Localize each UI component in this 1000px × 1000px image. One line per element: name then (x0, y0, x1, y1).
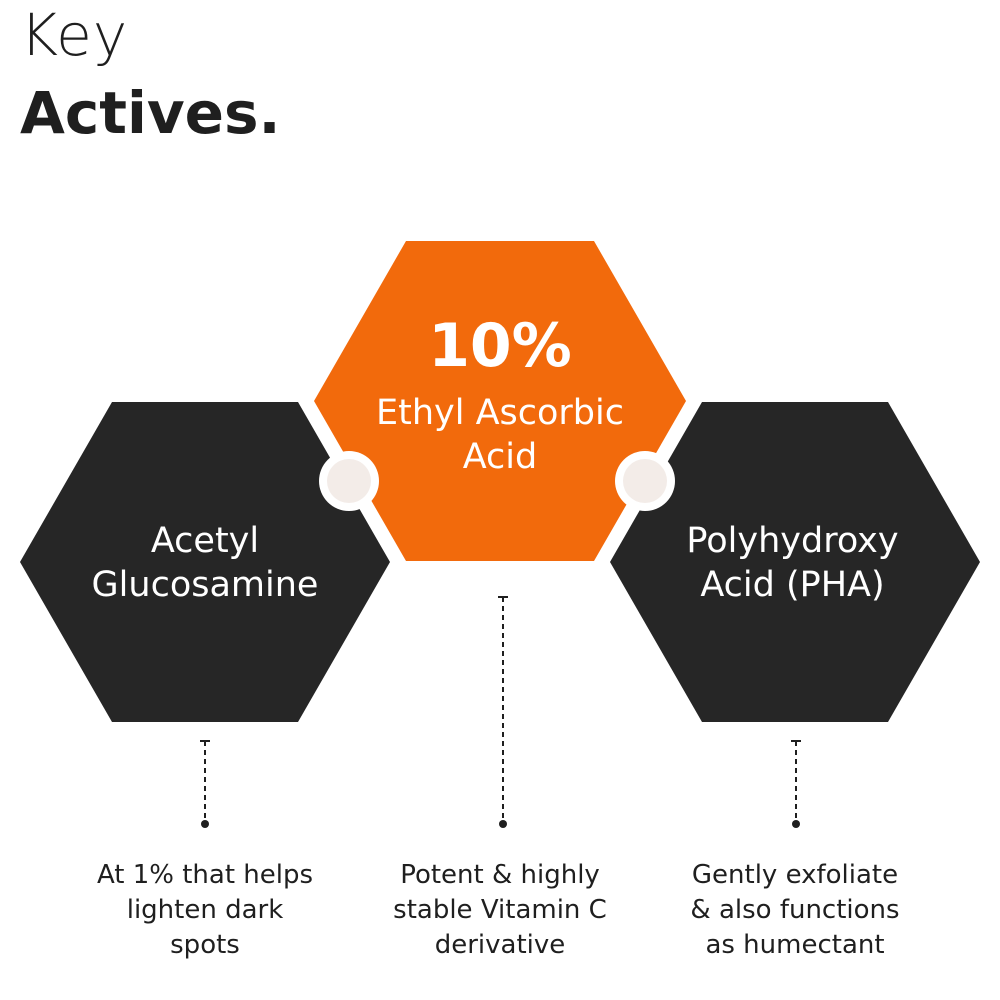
hexagon-center (314, 241, 686, 561)
right-desc-line3: as humectant (705, 930, 885, 961)
left-description: At 1% that helps lighten dark spots (60, 858, 350, 963)
right-active-name: Polyhydroxy Acid (PHA) (610, 520, 975, 608)
left-desc-line2: lighten dark (126, 895, 284, 926)
lead-line-center (498, 596, 508, 828)
lead-line-right (791, 740, 801, 828)
left-desc-line1: At 1% that helps (96, 860, 314, 890)
center-desc-line2: stable Vitamin C (393, 895, 607, 926)
center-percent: 10% (428, 311, 572, 381)
right-description: Gently exfoliate & also functions as hum… (650, 858, 940, 963)
right-desc-line1: Gently exfoliate (691, 860, 899, 890)
center-name-line1: Ethyl Ascorbic (376, 393, 624, 433)
connector-circle-right-inner (623, 459, 667, 503)
center-description: Potent & highly stable Vitamin C derivat… (355, 858, 645, 963)
left-active-name: Acetyl Glucosamine (40, 520, 370, 608)
left-name-line2: Glucosamine (91, 564, 319, 605)
center-desc-line1: Potent & highly (400, 860, 600, 890)
lead-line-left (200, 740, 210, 828)
right-name-line1: Polyhydroxy (686, 521, 899, 561)
center-active-name: Ethyl Ascorbic Acid (330, 392, 670, 480)
center-desc-line3: derivative (434, 930, 566, 961)
left-desc-line3: spots (170, 930, 240, 961)
right-name-line2: Acid (PHA) (700, 564, 885, 605)
title-actives: Actives. (20, 79, 281, 147)
hexagon-right (610, 402, 980, 722)
right-desc-line2: & also functions (690, 895, 900, 926)
left-name-line1: Acetyl (150, 521, 260, 561)
connector-circle-left-inner (327, 459, 371, 503)
title-key: Key (20, 1, 129, 69)
hexagon-left (20, 402, 390, 722)
center-name-line2: Acid (462, 436, 538, 477)
